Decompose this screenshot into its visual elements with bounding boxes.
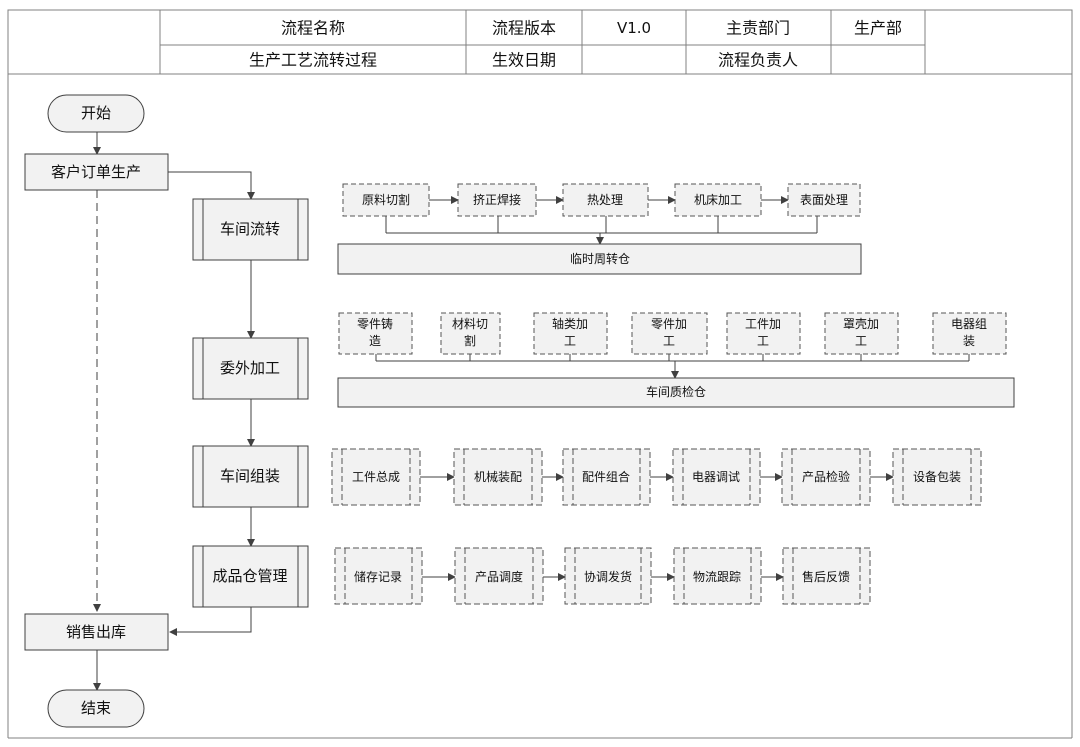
outsource-step-2 [440,312,501,355]
outsource-step-3 [533,312,608,355]
outsource-step-1-line1: 零件铸 [357,316,393,331]
outsource-step-7-line2: 装 [963,334,975,348]
assembly-step-6 [892,448,982,506]
owner-label: 流程负责人 [718,51,798,70]
outsource-step-7 [932,312,1007,355]
stage-workshop-label: 车间流转 [220,220,280,238]
workshop-step-1 [342,183,430,217]
assembly-step-3-label: 配件组合 [582,469,630,484]
warehouse-steps-row: 储存记录 产品调度 协调发货 物流跟踪 售后反馈 [334,547,871,605]
process-name-label: 流程名称 [281,19,345,38]
warehouse-step-4 [673,547,762,605]
effective-date-label: 生效日期 [492,51,556,70]
workshop-step-1-label: 原料切割 [362,192,410,207]
stage-workshop: 车间流转 [192,198,309,261]
version-label: 流程版本 [492,19,556,38]
warehouse-step-5 [782,547,871,605]
assembly-step-3 [562,448,651,506]
workshop-step-3 [562,183,649,217]
temp-warehouse-label: 临时周转仓 [570,251,630,266]
assembly-step-4 [672,448,761,506]
workshop-step-2-label: 挤正焊接 [473,192,521,207]
body-frame [7,74,1073,739]
outsource-step-3-line1: 轴类加 [552,316,588,331]
assembly-step-5 [781,448,871,506]
warehouse-step-2 [454,547,544,605]
outsource-step-6 [824,312,899,355]
warehouse-step-3 [564,547,652,605]
warehouse-step-1 [334,547,423,605]
header-table [7,9,1073,75]
sales-box [24,613,169,651]
warehouse-step-2-label: 产品调度 [475,569,523,584]
stage-warehouse: 成品仓管理 [192,545,309,608]
start-terminator [47,94,145,133]
outsource-step-1-line2: 造 [369,334,381,348]
connectors [93,132,255,691]
stage-assembly-label: 车间组装 [220,467,280,485]
outsource-step-5-line2: 工 [757,334,769,348]
sales-label: 销售出库 [66,623,126,641]
assembly-step-5-label: 产品检验 [802,469,850,484]
outsource-step-6-line1: 罩壳加 [843,317,879,331]
assembly-step-2 [453,448,543,506]
outsource-step-6-line2: 工 [855,334,867,348]
workshop-steps-row: 原料切割 挤正焊接 热处理 机床加工 表面处理 临时周转仓 [337,183,862,275]
outsource-step-4 [631,312,708,355]
assembly-step-2-label: 机械装配 [474,469,522,484]
workshop-step-3-label: 热处理 [587,193,623,207]
qc-warehouse-label: 车间质检仓 [646,384,706,399]
warehouse-step-3-label: 协调发货 [584,569,632,584]
stage-outsource: 委外加工 [192,337,309,400]
order-box [24,153,169,191]
assembly-step-1-label: 工件总成 [352,470,400,484]
outsource-step-2-line2: 割 [464,333,476,348]
outsource-step-1 [338,312,413,355]
workshop-step-2 [457,183,537,217]
workshop-step-4 [674,183,762,217]
outsource-steps-row: 零件铸 造 材料切 割 轴类加 工 零件加 工 工件加 工 罩壳加 工 电器组 … [337,312,1015,408]
order-label: 客户订单生产 [51,163,141,181]
start-label: 开始 [81,104,111,122]
workshop-step-5 [787,183,861,217]
outsource-step-4-line2: 工 [663,334,675,348]
dept-label: 主责部门 [726,19,790,38]
process-name: 生产工艺流转过程 [249,51,377,70]
temp-warehouse-box [337,243,862,275]
outsource-step-3-line2: 工 [564,334,576,348]
stage-assembly: 车间组装 [192,445,309,508]
stage-outsource-label: 委外加工 [220,359,280,377]
end-label: 结束 [81,699,111,717]
stage-warehouse-label: 成品仓管理 [212,567,287,585]
workshop-step-4-label: 机床加工 [694,193,742,207]
version-value: V1.0 [617,19,651,37]
warehouse-step-1-label: 储存记录 [354,569,402,584]
qc-warehouse-box [337,377,1015,408]
assembly-step-4-label: 电器调试 [692,469,740,484]
outsource-step-7-line1: 电器组 [951,317,987,331]
workshop-step-5-label: 表面处理 [800,193,848,207]
outsource-step-4-line1: 零件加 [651,317,687,331]
dept-value: 生产部 [854,19,902,38]
warehouse-step-5-label: 售后反馈 [802,569,850,584]
outsource-step-2-line1: 材料切 [452,317,488,331]
outsource-step-5-line1: 工件加 [745,317,781,331]
end-terminator [47,689,145,728]
assembly-step-1 [331,448,421,506]
warehouse-step-4-label: 物流跟踪 [693,570,741,584]
assembly-step-6-label: 设备包装 [913,470,961,484]
assembly-steps-row: 工件总成 机械装配 配件组合 电器调试 产品检验 设备包装 [331,448,982,506]
outsource-step-5 [726,312,801,355]
